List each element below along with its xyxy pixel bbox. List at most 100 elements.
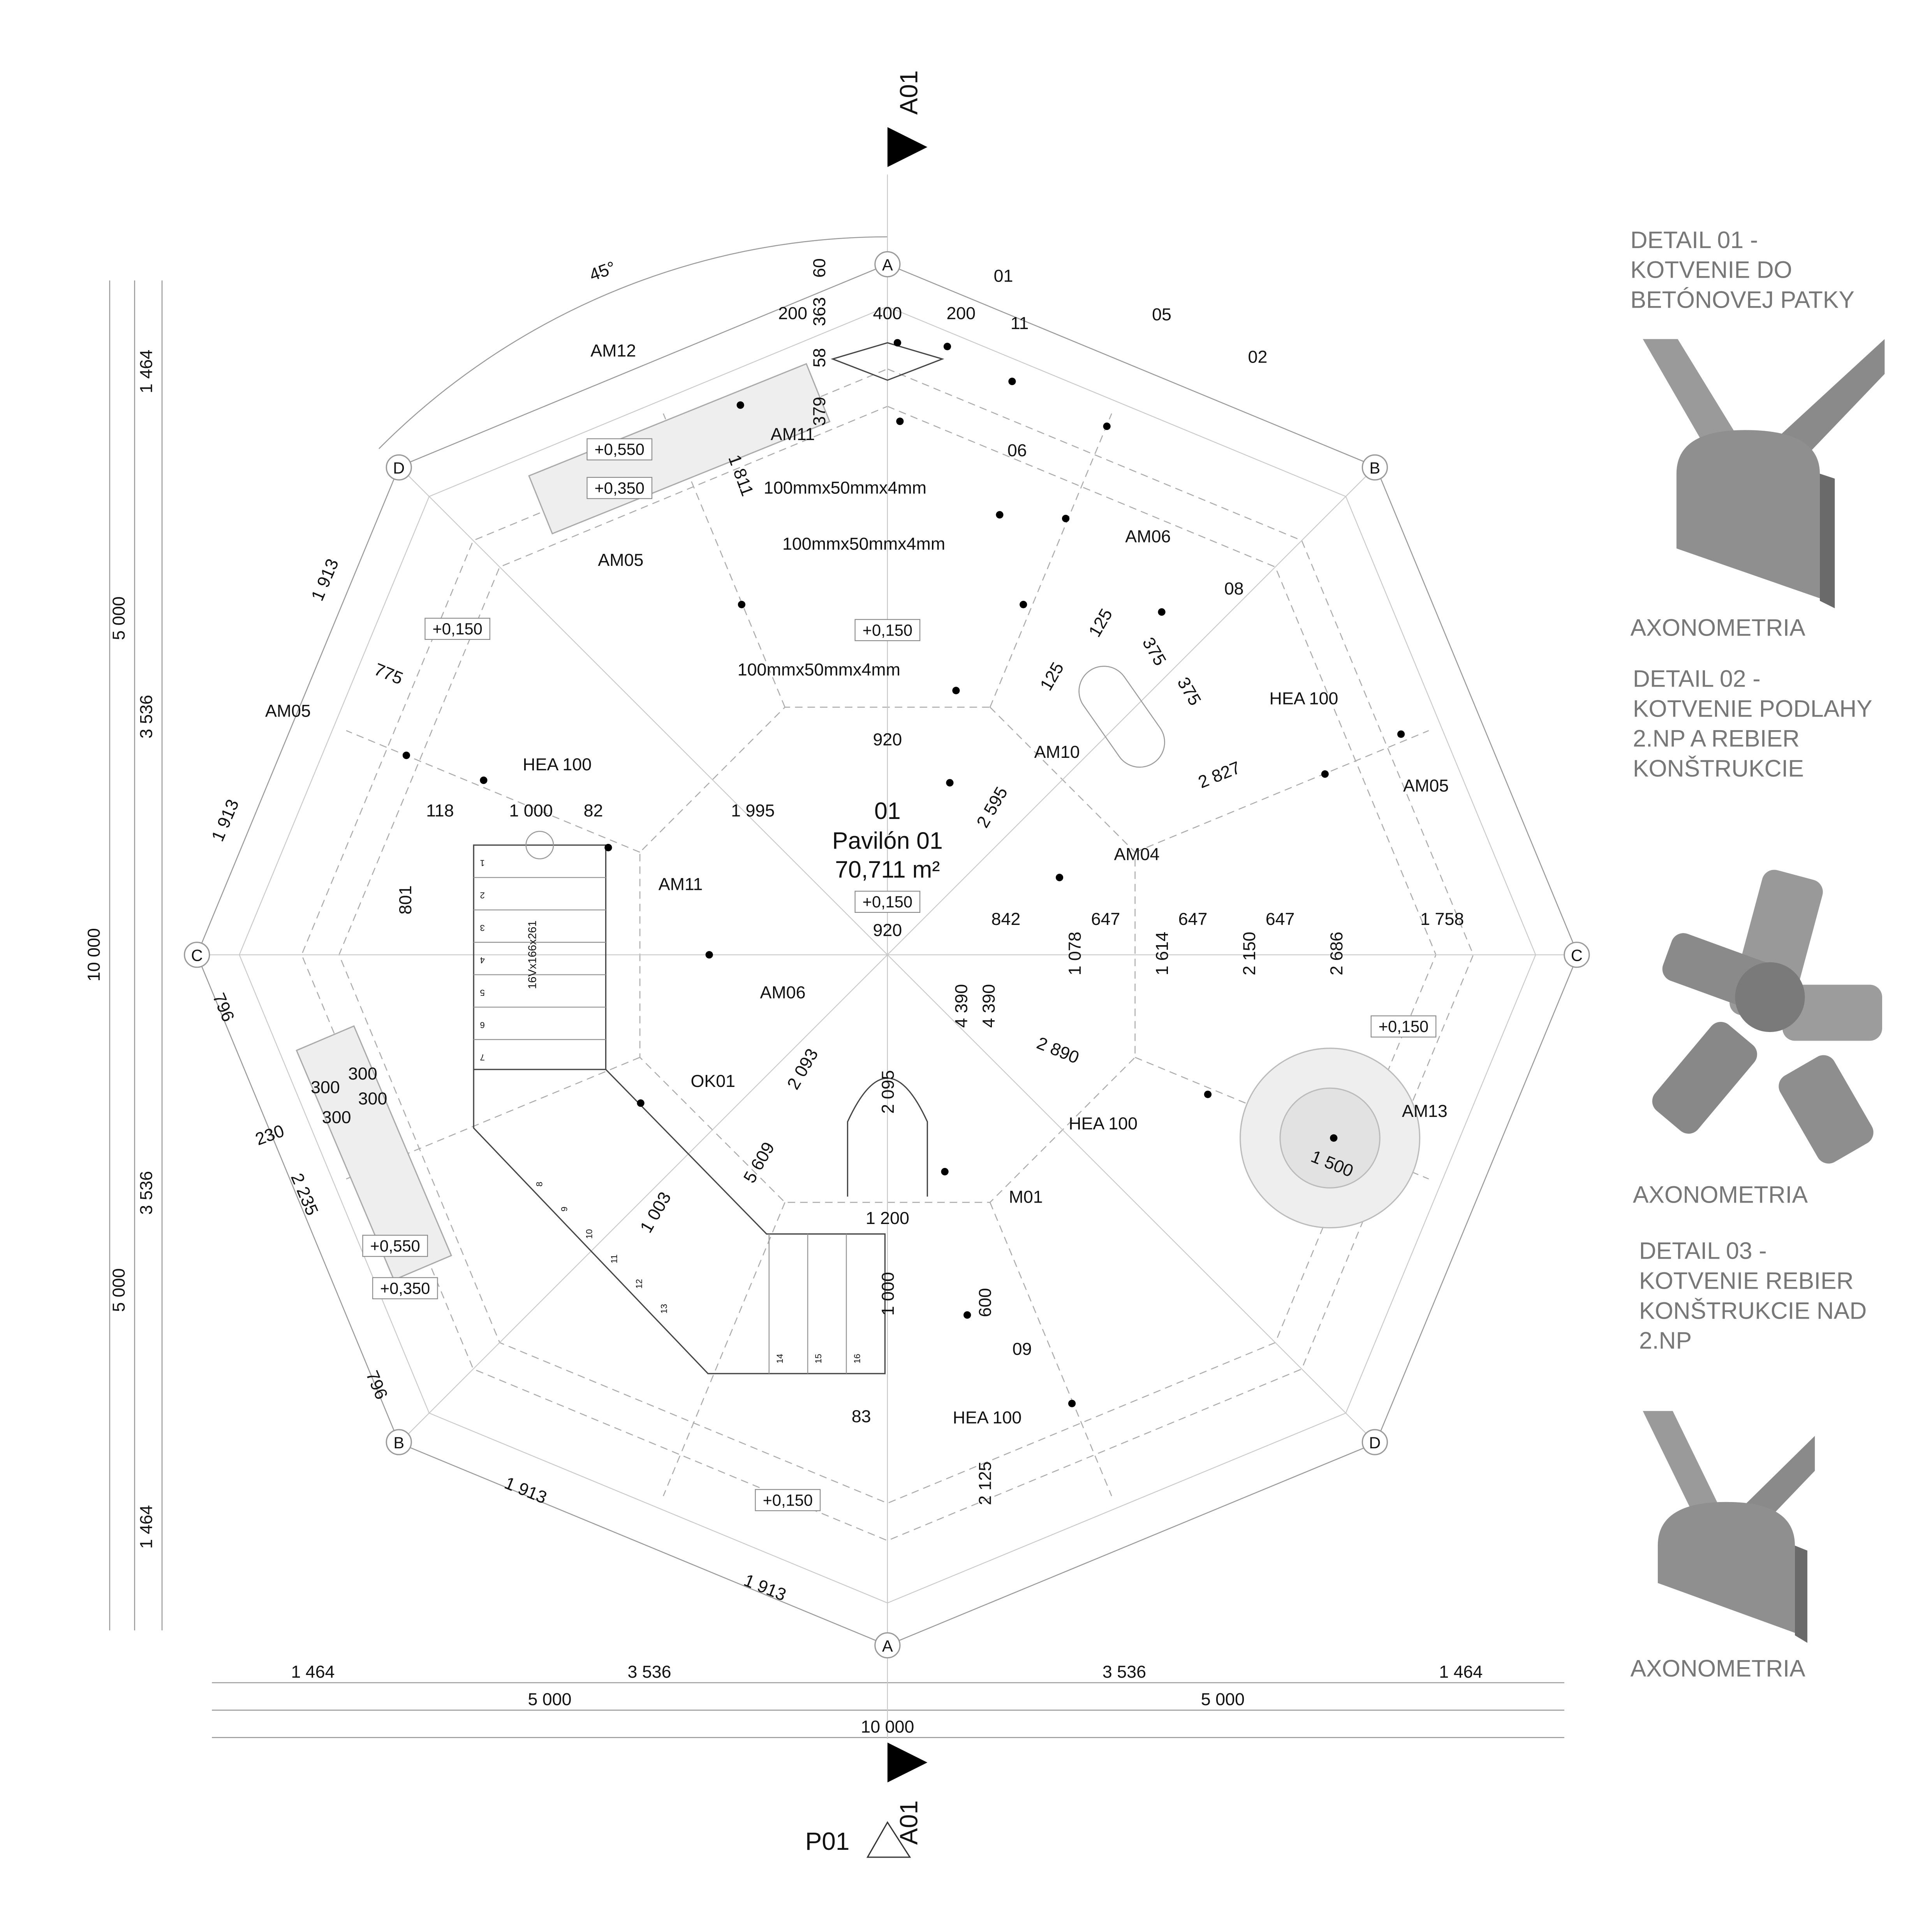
- dimension-label: 379: [810, 397, 829, 426]
- dimension-label: AM04: [1114, 844, 1159, 864]
- dimension-label: 230: [253, 1121, 287, 1149]
- dimension-label: 2 890: [1034, 1033, 1082, 1067]
- rib-1: [1135, 730, 1429, 853]
- dimension-label: 01: [994, 266, 1013, 285]
- grid-bubble: [874, 251, 901, 278]
- anchor-point: [480, 777, 488, 784]
- dimension-label: 2 686: [1327, 932, 1346, 975]
- dimension-label: 45°: [587, 257, 618, 285]
- dimension-label: 1 464: [136, 350, 156, 393]
- grid-bubble-label: C: [191, 946, 203, 965]
- dimension-label: 05: [1152, 305, 1171, 324]
- dimension-label: 1 913: [741, 1570, 789, 1604]
- dimension-label: 1 913: [307, 556, 342, 604]
- dimension-label: 1 464: [291, 1662, 335, 1682]
- dimension-label: 08: [1224, 579, 1244, 599]
- stair-step-number: 16: [852, 1354, 862, 1363]
- level-tag-box: [854, 619, 921, 641]
- dimension-label: OK01: [690, 1071, 735, 1091]
- dimension-label: AM05: [598, 550, 643, 570]
- stair-step-number: 2: [480, 891, 484, 900]
- dimension-label: 600: [976, 1288, 995, 1317]
- anchor-point: [952, 687, 960, 694]
- stair-step-number: 4: [480, 955, 484, 965]
- dimension-label: 5 000: [109, 596, 129, 640]
- level-tag-box: [1370, 1015, 1437, 1038]
- detail-03: DETAIL 03 - KOTVENIE REBIER KONŠTRUKCIE …: [1630, 1238, 1867, 1682]
- stair-step-number: 12: [634, 1279, 644, 1289]
- dimension-label: 1 003: [636, 1189, 675, 1236]
- dimension-label: 5 000: [1201, 1689, 1245, 1709]
- dimension-label: 3 536: [136, 1171, 156, 1215]
- dimension-label: 920: [873, 730, 902, 749]
- dimension-label: 200: [778, 303, 807, 323]
- detail-01-title-2: KOTVENIE DO: [1630, 257, 1792, 283]
- anchor-point: [893, 339, 902, 347]
- detail-02-title-4: KONŠTRUKCIE: [1633, 755, 1804, 782]
- plan-geometry: [109, 174, 1579, 1739]
- dimension-label: 647: [1266, 909, 1295, 929]
- dimension-label: 11: [1011, 313, 1029, 333]
- stair-step-number: 14: [775, 1354, 785, 1363]
- anchor-point: [943, 343, 951, 350]
- anchor-point: [946, 779, 954, 787]
- anchor-point: [1158, 608, 1166, 616]
- detail-01-title-3: BETÓNOVEJ PATKY: [1630, 287, 1854, 313]
- dimension-label: 300: [348, 1064, 377, 1083]
- rib-3: [990, 1202, 1112, 1496]
- dimension-label: HEA 100: [1069, 1114, 1138, 1133]
- dimension-label: 375: [1173, 674, 1205, 709]
- grid-bubble: [874, 1632, 901, 1659]
- level-tag: +0,150: [1379, 1017, 1428, 1036]
- rib-0: [990, 413, 1112, 708]
- dimension-label: 2 827: [1196, 758, 1243, 792]
- dimension-label: 2 093: [783, 1045, 822, 1093]
- dimension-label: 300: [311, 1078, 340, 1097]
- dimension-label: 3 536: [1102, 1662, 1146, 1682]
- bench-platform-left: [296, 1025, 453, 1281]
- detail-03-title-2: KOTVENIE REBIER: [1639, 1267, 1854, 1294]
- dimension-label: AM11: [659, 874, 703, 894]
- dimension-label: 5 000: [528, 1689, 571, 1709]
- dimension-label: HEA 100: [523, 755, 592, 774]
- detail-03-title-3: KONŠTRUKCIE NAD: [1639, 1297, 1867, 1324]
- grid-bubble-label: D: [393, 459, 405, 477]
- anchor-point: [402, 751, 410, 759]
- grid-bubble-label: A: [882, 1637, 893, 1655]
- level-tag-box: [854, 891, 921, 913]
- level-tag: +0,150: [432, 620, 482, 638]
- stair-step-number: 10: [584, 1229, 594, 1239]
- anchor-point: [1068, 1400, 1076, 1407]
- detail-02-axonometric-image: [1652, 870, 1882, 1164]
- grid-bubble: [1564, 942, 1590, 968]
- detail-01: DETAIL 01 - KOTVENIE DO BETÓNOVEJ PATKY …: [1630, 227, 1885, 641]
- level-tag-box: [755, 1489, 821, 1511]
- level-tag: +0,350: [595, 479, 645, 497]
- dimension-label: 83: [852, 1407, 871, 1426]
- grid-axis-3: [887, 954, 1376, 1444]
- room-name: Pavilón 01: [832, 828, 943, 854]
- anchor-point: [1008, 377, 1016, 385]
- section-mark-top: A01: [895, 70, 923, 115]
- level-tag-box: [372, 1277, 438, 1300]
- dimension-label: 16Vx166x261: [526, 921, 539, 989]
- anchor-point: [1321, 770, 1329, 778]
- grid-bubble-label: A: [882, 256, 893, 274]
- grid-bubble-label: C: [1571, 946, 1583, 965]
- stair-step-number: 15: [814, 1354, 823, 1363]
- dimension-label: 06: [1007, 440, 1027, 460]
- room-number: 01: [874, 798, 901, 824]
- dimension-label: 796: [362, 1368, 391, 1402]
- dimension-label: 4 390: [979, 984, 999, 1028]
- detail-03-title-4: 2.NP: [1639, 1327, 1692, 1354]
- grid-bubble: [386, 1429, 412, 1455]
- dimension-label: 1 200: [866, 1208, 909, 1228]
- dimension-label: 3 536: [627, 1662, 671, 1682]
- anchor-point: [738, 601, 745, 608]
- stair-flight-2: [473, 1069, 886, 1374]
- dimension-label: AM06: [760, 983, 805, 1002]
- angle-arc: [379, 236, 888, 449]
- dimension-label: 125: [1036, 659, 1068, 694]
